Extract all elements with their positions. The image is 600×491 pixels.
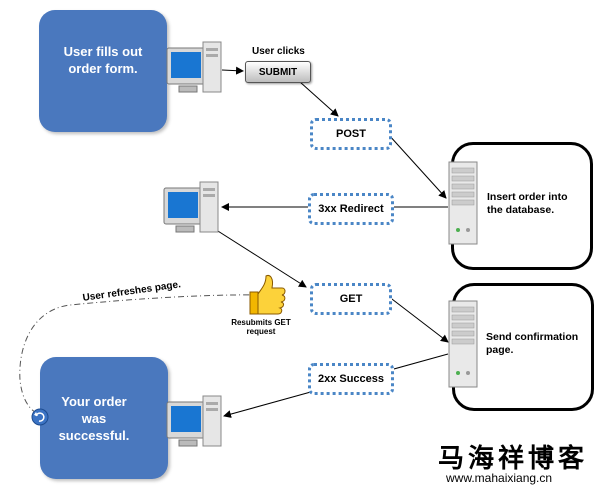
thumbs-up-icon (249, 275, 286, 315)
submit-button[interactable]: SUBMIT (245, 61, 311, 83)
user-clicks-label: User clicks (252, 46, 305, 57)
post-label: POST (336, 128, 366, 140)
server-tower-icon (448, 161, 478, 245)
insert-server-text: Insert order into the database. (487, 191, 568, 216)
desktop-computer-icon (166, 41, 222, 93)
arrow-post-to-server (387, 133, 447, 199)
watermark-chinese: 马海祥博客 (438, 444, 589, 474)
desktop-computer-icon (163, 181, 219, 233)
success-box: Your order was successful. (40, 357, 168, 479)
resubmits-label: Resubmits GET request (231, 318, 291, 336)
get-label-box: GET (310, 283, 392, 315)
success-text: Your order was successful. (58, 393, 130, 443)
redirect-label-box: 3xx Redirect (308, 193, 394, 225)
arrow-submit-to-post (299, 81, 339, 117)
desktop-computer-icon (166, 395, 222, 447)
redirect-label: 3xx Redirect (318, 203, 384, 215)
get-label: GET (339, 293, 363, 305)
success-label: 2xx Success (317, 373, 385, 385)
arrow-get-to-server (387, 295, 449, 343)
arrow-to-submit (221, 66, 244, 75)
post-label-box: POST (310, 118, 392, 150)
server-tower-icon (448, 300, 478, 388)
watermark-url: www.mahaixiang.cn (446, 471, 553, 485)
order-form-text: User fills out order form. (63, 44, 143, 76)
order-form-box: User fills out order form. (39, 10, 167, 132)
confirm-server-text: Send confirmation page. (486, 331, 579, 356)
refresh-icon (31, 408, 49, 426)
refresh-dashed-arc (19, 294, 263, 415)
success-label-box: 2xx Success (308, 363, 394, 395)
arrow-monitor-to-get (209, 225, 307, 288)
